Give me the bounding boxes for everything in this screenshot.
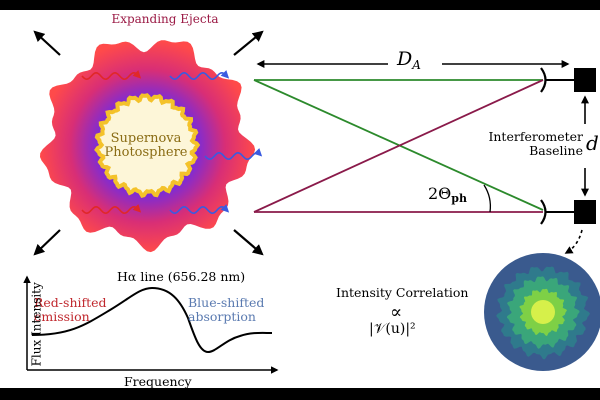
h-alpha-line-label: Hα line (656.28 nm) xyxy=(117,269,246,284)
interferometer-label: Interferometer Baseline xyxy=(467,129,583,159)
angle-subscript: ph xyxy=(451,192,467,205)
photosphere-label-line2: Photosphere xyxy=(104,145,188,161)
red-shifted-label: Red-shifted emission xyxy=(34,296,107,324)
red-shifted-line1: Red-shifted xyxy=(34,295,107,310)
flux-axis-label: Flux Intensity xyxy=(29,282,44,367)
blue-shifted-line1: Blue-shifted xyxy=(188,295,265,310)
baseline-symbol: d xyxy=(586,131,599,155)
telescope-icon-bottom xyxy=(574,200,596,224)
photosphere-disk xyxy=(94,93,201,199)
ray-top-crossing xyxy=(253,79,544,211)
dashed-pointer-arrow xyxy=(564,229,583,254)
photon-wave-icon-blue-right xyxy=(204,148,263,160)
interferometer-label-line2: Baseline xyxy=(529,143,583,159)
distance-subscript: A xyxy=(412,58,421,72)
expansion-arrow-icon-3 xyxy=(33,229,61,256)
telescope-icon-top xyxy=(574,68,596,92)
expansion-arrow-icon-1 xyxy=(33,30,61,56)
proportional-symbol: ∝ xyxy=(390,302,403,323)
telescope-lens-bottom xyxy=(540,199,547,225)
angle-symbol: 2Θ xyxy=(428,184,452,203)
ejecta-title: Expanding Ejecta xyxy=(111,12,219,26)
photon-wave-icon-blue-top xyxy=(169,70,230,80)
angle-arc xyxy=(483,184,492,213)
interferometer-label-line1: Interferometer xyxy=(488,129,583,144)
photon-wave-icon-red-top xyxy=(81,70,142,80)
blue-shifted-line2: absorption xyxy=(188,308,256,324)
angle-label: 2Θph xyxy=(428,184,467,205)
photosphere-label: Supernova Photosphere xyxy=(98,131,194,161)
red-shifted-line2: emission xyxy=(34,308,90,324)
correlation-core xyxy=(531,300,555,324)
photosphere-label-line1: Supernova xyxy=(110,131,182,146)
h-alpha-profile-curve xyxy=(31,286,273,354)
photon-wave-icon-red-bottom xyxy=(81,204,142,214)
ray-bottom-crossing xyxy=(253,79,544,213)
telescope-lens-top xyxy=(540,67,547,93)
visibility-label: |𝒱(u)|² xyxy=(369,321,416,337)
distance-label: DA xyxy=(397,48,421,72)
expansion-arrow-icon-2 xyxy=(233,30,264,56)
frequency-axis-label: Frequency xyxy=(124,374,192,389)
blue-shifted-label: Blue-shifted absorption xyxy=(188,296,264,324)
photon-wave-icon-blue-bottom xyxy=(169,204,230,214)
expansion-arrow-icon-4 xyxy=(233,229,264,256)
intensity-correlation-label: Intensity Correlation xyxy=(336,285,469,300)
distance-symbol: D xyxy=(397,48,413,70)
